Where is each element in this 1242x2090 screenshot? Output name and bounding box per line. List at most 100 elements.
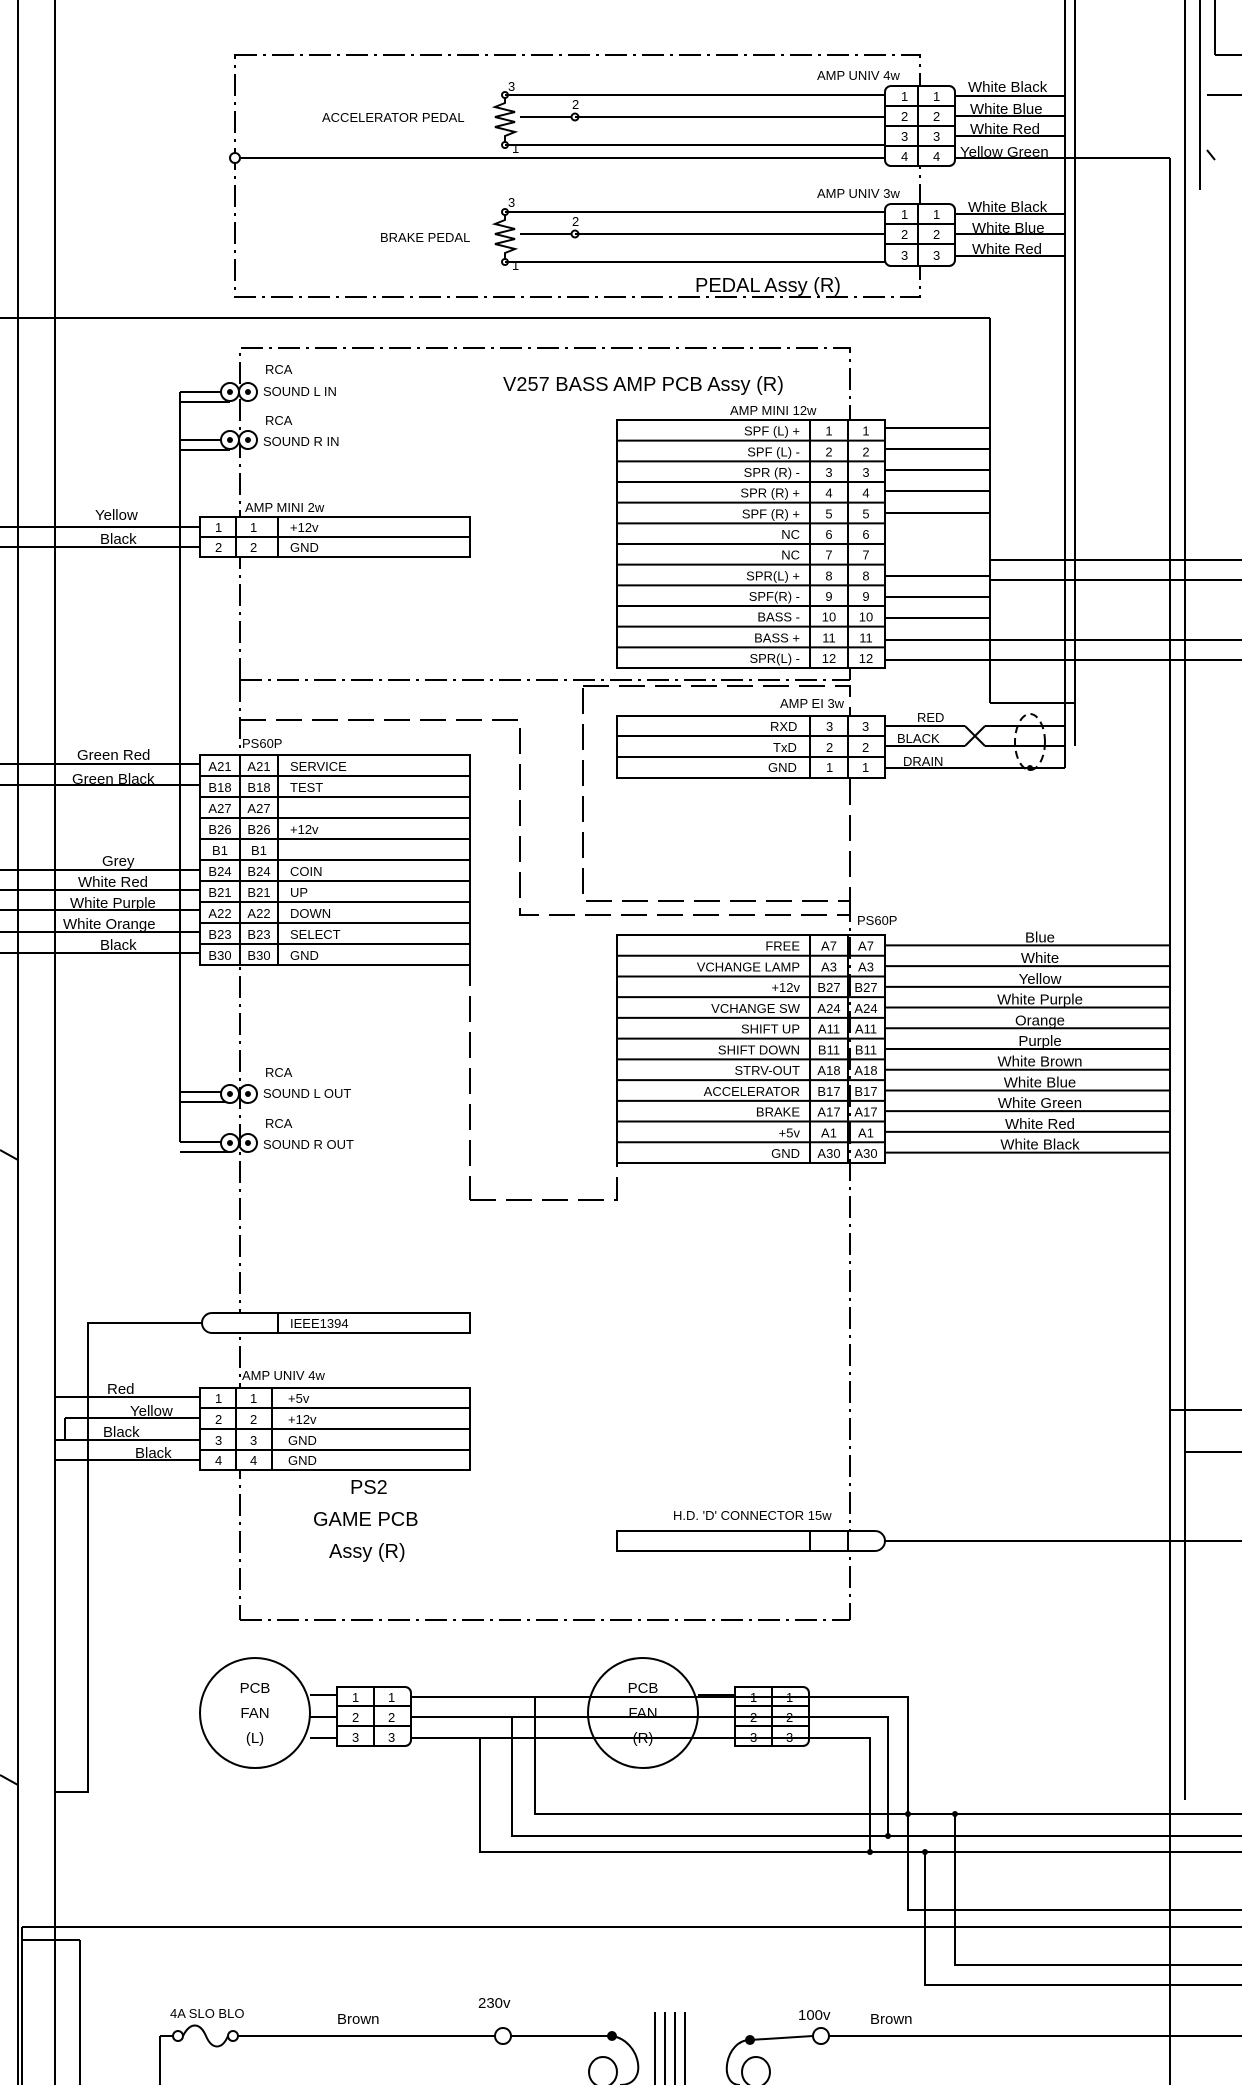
pin-number: 3 (352, 1730, 359, 1745)
signal: GND (288, 1433, 317, 1448)
amp-signal: SPF (L) - (747, 444, 800, 459)
rca-jack-icon (180, 382, 258, 403)
pin-number: 1 (826, 760, 833, 775)
bass-amp-pcb: V257 BASS AMP PCB Assy (R) AMP MINI 12w … (239, 347, 886, 681)
pin-number: 1 (388, 1690, 395, 1705)
wire-label: Yellow Green (960, 144, 1049, 161)
amp-signal: SPF (R) + (742, 506, 800, 521)
pin-number: A22 (208, 906, 231, 921)
wire-label: White Black (968, 79, 1048, 96)
wire-label: Yellow (95, 507, 138, 524)
rca-jack-icon (180, 430, 258, 451)
pin-number: 3 (933, 129, 940, 144)
wire-label: DRAIN (903, 754, 943, 769)
rca-label: SOUND L OUT (263, 1086, 351, 1101)
pin-number: A7 (858, 939, 874, 954)
pin-number: 1 (862, 424, 869, 439)
pin-number: B24 (208, 864, 231, 879)
pin-number: 2 (901, 109, 908, 124)
wire-label: White Purple (70, 895, 156, 912)
signal: GND (771, 1146, 800, 1161)
pin-number: 2 (825, 444, 832, 459)
wire-label: White Green (998, 1095, 1082, 1112)
voltage-label: 100v (798, 2007, 831, 2024)
signal: VCHANGE LAMP (697, 959, 800, 974)
pin-number: 1 (352, 1690, 359, 1705)
ieee1394-connector: IEEE1394 (55, 1312, 471, 1793)
pin-number: 2 (826, 740, 833, 755)
amp-ei-label: AMP EI 3w (780, 696, 845, 711)
transformer-icon (654, 2012, 686, 2085)
signal: VCHANGE SW (711, 1001, 801, 1016)
pin-number: 2 (388, 1710, 395, 1725)
fan-label: PCB (628, 1680, 659, 1697)
wire-label: Black (100, 531, 137, 548)
amp-univ-4w-label: AMP UNIV 4w (242, 1368, 325, 1383)
signal: TEST (290, 780, 323, 795)
pedal-title: PEDAL Assy (R) (695, 275, 841, 297)
pin-number: A1 (821, 1125, 837, 1140)
brake-pedal-label: BRAKE PEDAL (380, 230, 470, 245)
pin-number: A22 (247, 906, 270, 921)
signal: +5v (288, 1391, 310, 1406)
wire-label: Blue (1025, 929, 1055, 946)
pin-number: 5 (825, 506, 832, 521)
pin-number: 6 (862, 527, 869, 542)
pin-number: 9 (825, 589, 832, 604)
pin-number: 2 (933, 227, 940, 242)
pin-number: 2 (901, 227, 908, 242)
pin-number: 2 (862, 740, 869, 755)
pin-number: 10 (859, 610, 873, 625)
pin-number: B26 (247, 822, 270, 837)
pin-number: 3 (901, 248, 908, 263)
wire-label: White Red (1005, 1116, 1075, 1133)
pin-number: A24 (817, 1001, 840, 1016)
amp-signal: BASS - (757, 610, 800, 625)
signal: GND (290, 540, 319, 555)
pin-number: 5 (862, 506, 869, 521)
pot-pin: 3 (508, 79, 515, 94)
signal: SERVICE (290, 759, 347, 774)
pin-number: 8 (862, 568, 869, 583)
signal: BRAKE (756, 1105, 800, 1120)
pin-number: 1 (215, 520, 222, 535)
pin-number: 7 (862, 548, 869, 563)
amp-signal: SPR (R) + (740, 486, 800, 501)
pin-number: A18 (854, 1063, 877, 1078)
signal: SELECT (290, 927, 341, 942)
wire-label: White Blue (1004, 1074, 1077, 1091)
pot-pin: 2 (572, 214, 579, 229)
pin-number: A11 (818, 1022, 840, 1037)
pin-number: B11 (855, 1042, 877, 1057)
wire-label: White Black (1000, 1137, 1080, 1154)
pin-number: 11 (859, 630, 873, 645)
wire-label: White (1021, 950, 1059, 967)
amp-output-wires (885, 427, 1242, 661)
pin-number: A11 (855, 1022, 877, 1037)
wire-label: Black (100, 937, 137, 954)
pin-number: 4 (215, 1453, 222, 1468)
amp-signal: SPF (L) + (744, 424, 800, 439)
amp-mini-2w-label: AMP MINI 2w (245, 500, 325, 515)
pin-number: B17 (817, 1084, 840, 1099)
pin-number: B30 (208, 948, 231, 963)
wire-label: White Blue (970, 101, 1043, 118)
signal: SHIFT DOWN (718, 1042, 800, 1057)
pin-number: B26 (208, 822, 231, 837)
pin-number: 1 (215, 1391, 222, 1406)
amp-signal: SPR(L) + (746, 568, 800, 583)
pin-number: A24 (854, 1001, 877, 1016)
pin-number: 4 (933, 149, 940, 164)
pot-pin: 2 (572, 97, 579, 112)
wire-label: Orange (1015, 1012, 1065, 1029)
wire-label: Black (103, 1424, 140, 1441)
pin-number: 2 (933, 109, 940, 124)
wire-label: Green Black (72, 771, 155, 788)
pin-number: 1 (901, 207, 908, 222)
wire-label: White Blue (972, 220, 1045, 237)
pin-number: 8 (825, 568, 832, 583)
